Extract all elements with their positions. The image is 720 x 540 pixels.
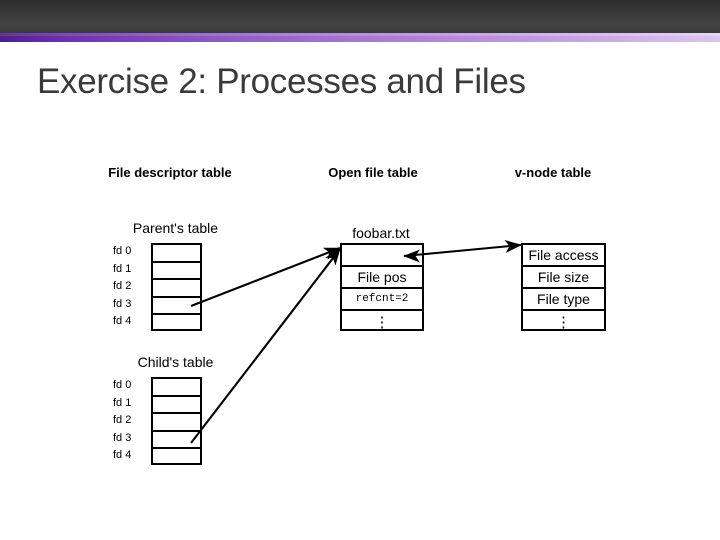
vnode-cell-3: ⋮	[556, 313, 571, 331]
parent-fd-slot-4	[153, 315, 200, 333]
child-fd-slot-2	[153, 414, 200, 432]
vnode-row-3: ⋮	[523, 311, 604, 333]
open-file-cell-1: File pos	[357, 269, 407, 285]
child-fd-label-2: fd 2	[113, 414, 132, 427]
arrow-child-fd3-to-open-file	[190, 248, 341, 444]
caption-childs-table: Child's table	[137, 354, 214, 370]
child-fd-label-3: fd 3	[113, 431, 132, 444]
parent-fd-label-column: fd 0 fd 1 fd 2 fd 3 fd 4	[113, 243, 149, 331]
child-fd-slot-0	[153, 379, 200, 397]
parent-fd-slot-0	[153, 245, 200, 263]
open-file-row-1: File pos	[342, 267, 422, 289]
page-title: Exercise 2: Processes and Files	[37, 62, 526, 101]
caption-parents-table: Parent's table	[132, 220, 219, 236]
open-file-table-entry: File pos refcnt=2 ⋮	[340, 243, 424, 331]
parent-fd-slot-1	[153, 263, 200, 281]
parent-fd-label-0: fd 0	[113, 245, 132, 257]
vnode-row-1: File size	[523, 267, 604, 289]
child-fd-label-1: fd 1	[113, 396, 132, 409]
arrow-parent-fd3-to-open-file	[190, 247, 341, 307]
open-file-row-0	[342, 245, 422, 267]
parent-fd-label-3: fd 3	[113, 297, 132, 310]
heading-vnode-table: v-node table	[514, 165, 592, 180]
vnode-row-2: File type	[523, 289, 604, 311]
open-file-cell-3: ⋮	[374, 313, 390, 331]
child-fd-slot-4	[153, 449, 200, 467]
child-fd-label-0: fd 0	[113, 379, 132, 391]
caption-foobar-txt: foobar.txt	[352, 225, 410, 241]
childs-file-descriptor-table	[151, 377, 202, 465]
open-file-cell-2: refcnt=2	[355, 293, 409, 305]
parent-fd-label-1: fd 1	[113, 262, 132, 275]
open-file-row-3: ⋮	[342, 311, 422, 333]
heading-file-descriptor-table: File descriptor table	[108, 165, 232, 180]
parent-fd-label-4: fd 4	[113, 315, 132, 328]
parent-fd-slot-2	[153, 280, 200, 298]
parents-file-descriptor-table	[151, 243, 202, 331]
vnode-cell-2: File type	[537, 291, 590, 307]
parent-fd-slot-3	[153, 298, 200, 316]
parent-fd-label-2: fd 2	[113, 280, 132, 293]
heading-open-file-table: Open file table	[328, 165, 418, 180]
vnode-cell-1: File size	[537, 269, 590, 285]
vnode-row-0: File access	[523, 245, 604, 267]
header-dark-band	[0, 0, 720, 33]
header-purple-accent-band	[0, 33, 720, 42]
vnode-cell-0: File access	[528, 247, 599, 263]
child-fd-slot-3	[153, 432, 200, 450]
child-fd-slot-1	[153, 397, 200, 415]
child-fd-label-4: fd 4	[113, 449, 132, 462]
open-file-row-2: refcnt=2	[342, 289, 422, 311]
child-fd-label-column: fd 0 fd 1 fd 2 fd 3 fd 4	[113, 377, 149, 465]
